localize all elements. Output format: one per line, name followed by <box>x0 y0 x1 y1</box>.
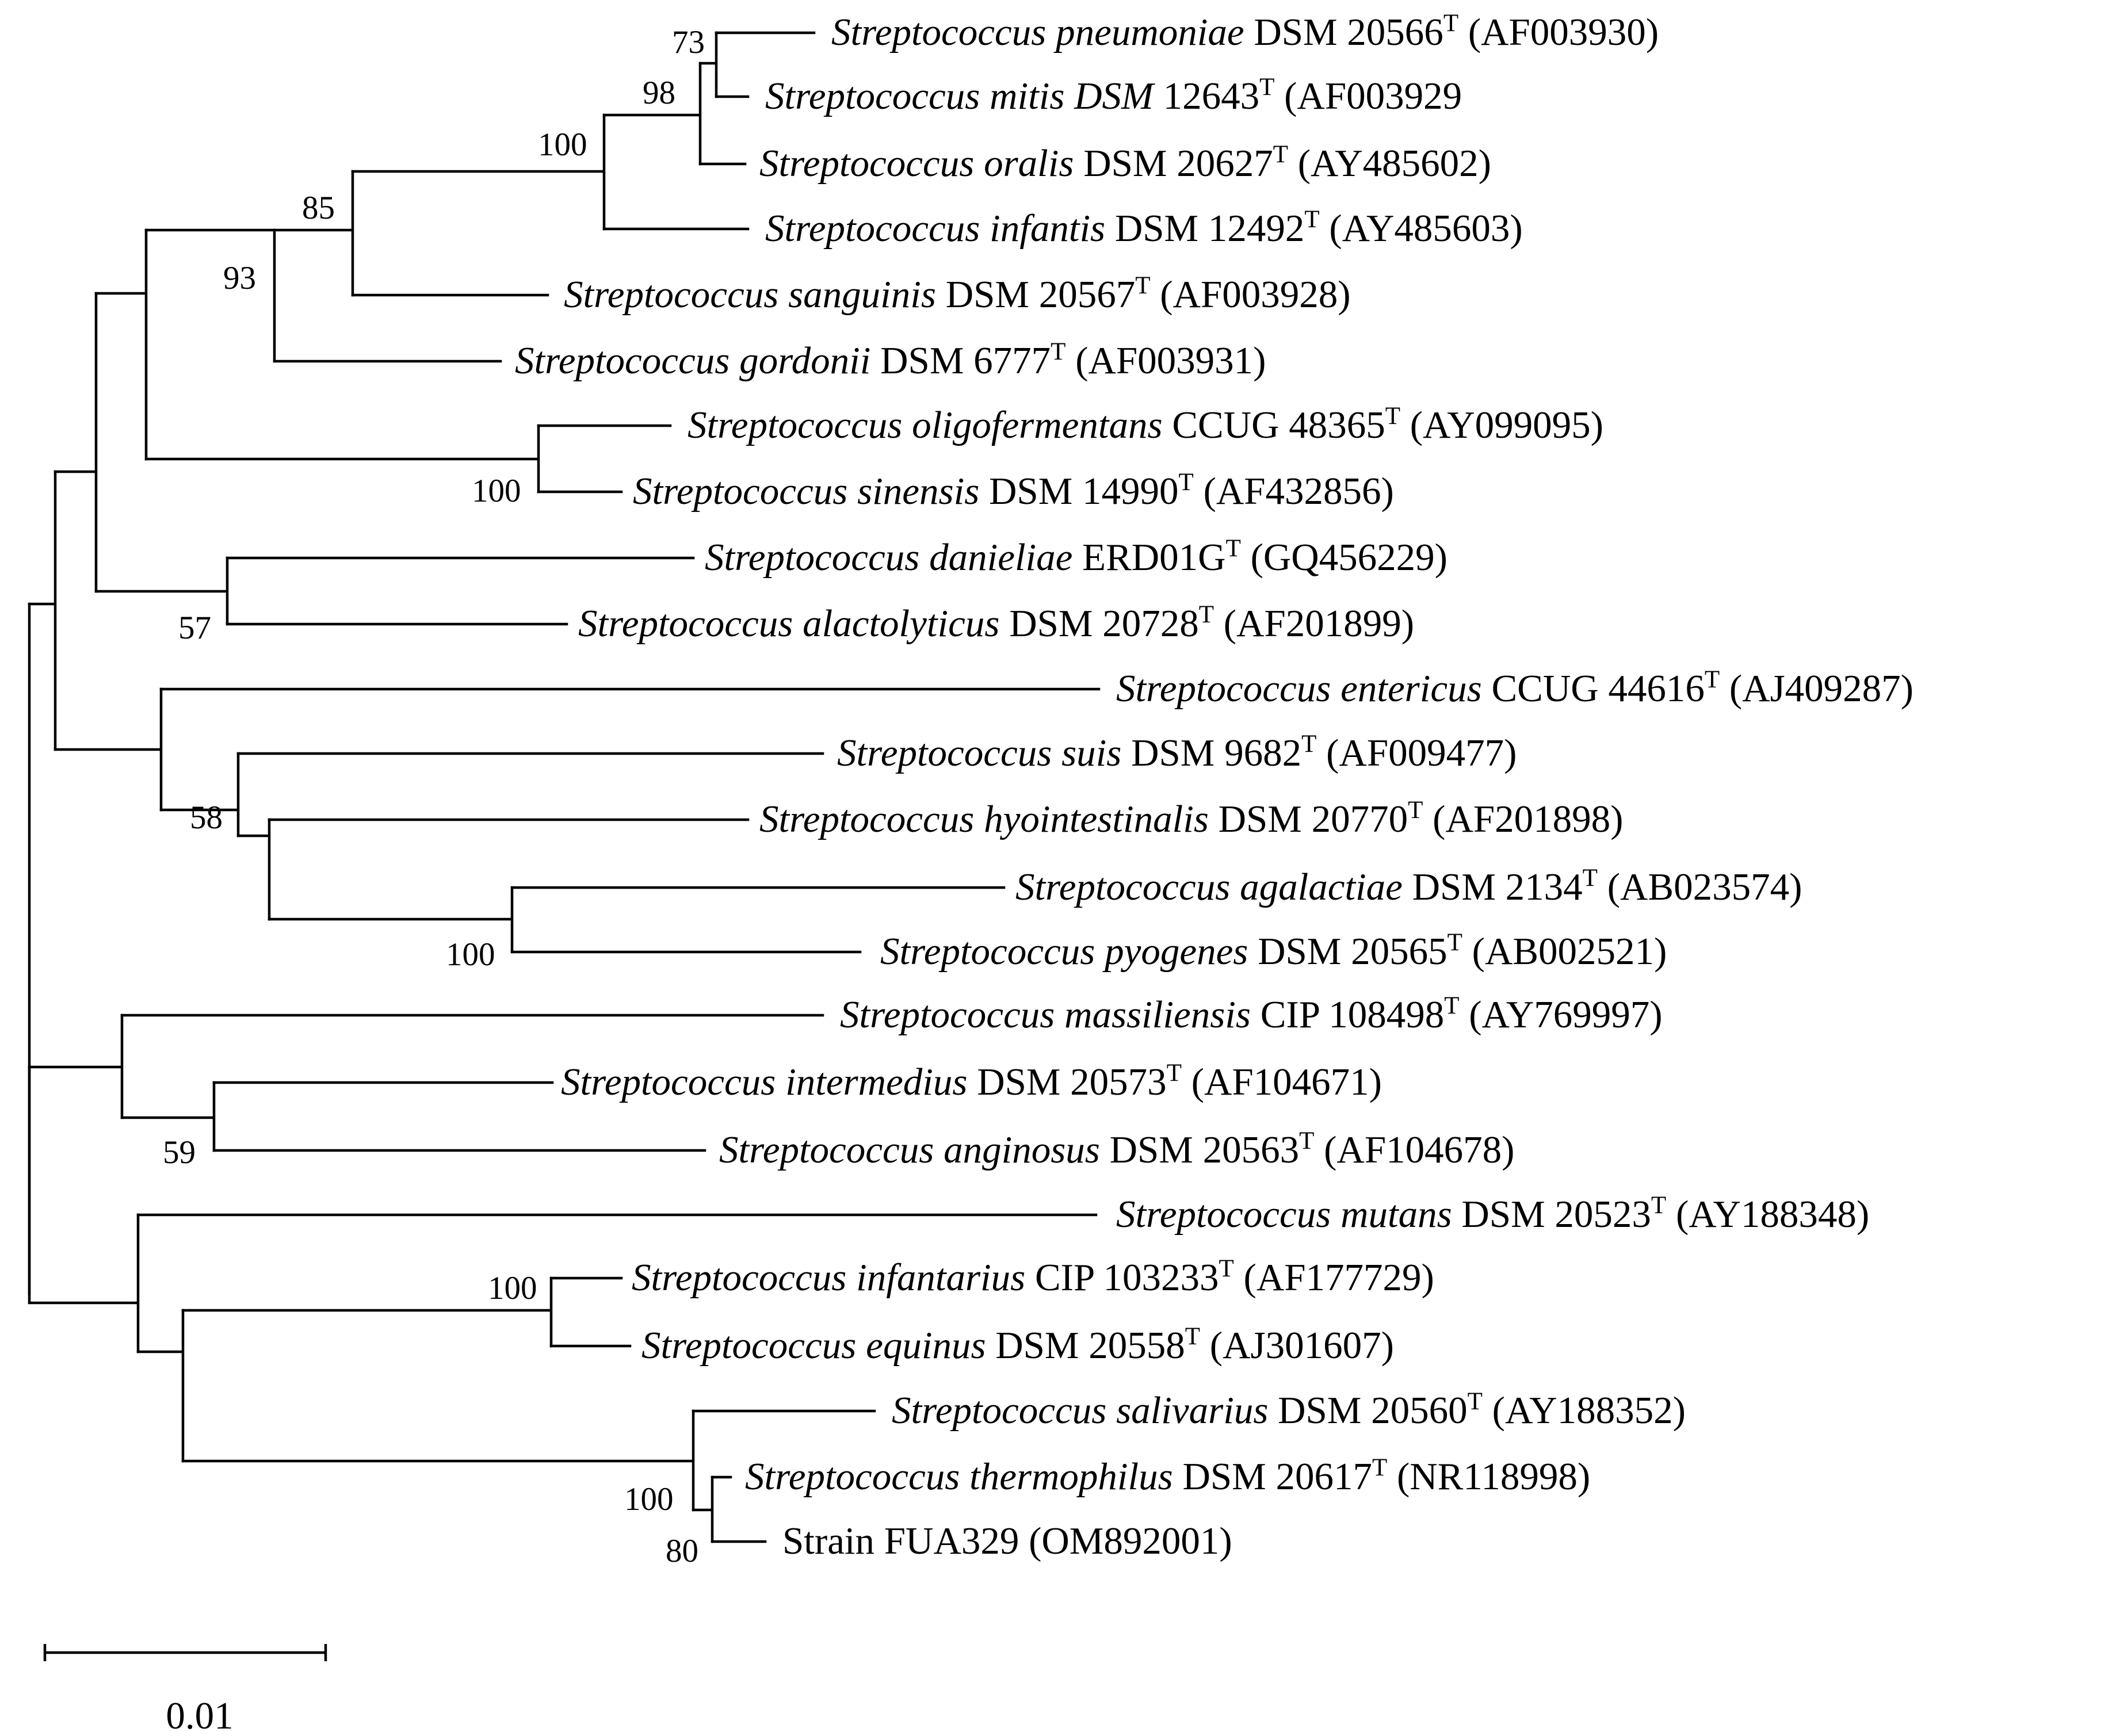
branch-node-m <box>236 818 271 921</box>
leaf-label: Streptococcus sinensis DSM 14990T (AF432… <box>633 469 1394 513</box>
bootstrap-value: 100 <box>624 1481 674 1517</box>
leaf-label: Streptococcus thermophilus DSM 20617T (N… <box>745 1454 1590 1498</box>
branch-node-s <box>181 1276 553 1348</box>
branch-node-h <box>698 31 718 98</box>
leaf-label: Streptococcus sanguinis DSM 20567T (AF00… <box>564 272 1351 316</box>
branch-node-p <box>120 1081 216 1152</box>
leaf-label: Streptococcus massiliensis CIP 108498T (… <box>840 992 1663 1036</box>
leaf-label: Streptococcus infantarius CIP 103233T (A… <box>632 1255 1434 1299</box>
scale-bar: 0.01 <box>43 1644 327 1736</box>
leaf-label: Strain FUA329 (OM892001) <box>782 1520 1232 1562</box>
bootstrap-value: 100 <box>472 473 521 509</box>
leaf-label: Streptococcus mutans DSM 20523T (AY18834… <box>1116 1192 1869 1236</box>
leaf-label: Streptococcus oligofermentans CCUG 48365… <box>688 403 1603 446</box>
bootstrap-value: 98 <box>643 75 675 111</box>
branch-node-c <box>94 228 148 461</box>
bootstrap-value: 85 <box>302 190 335 226</box>
branch-node-b <box>54 292 98 593</box>
bootstrap-value: 73 <box>672 24 705 60</box>
branch-node-o <box>28 1014 124 1119</box>
branch-node-l <box>159 752 240 838</box>
branch-node-d <box>144 228 276 363</box>
bootstrap-value: 93 <box>223 260 256 296</box>
leaf-label: Streptococcus pyogenes DSM 20565T (AB002… <box>880 929 1667 973</box>
branch-node-u <box>692 1475 714 1543</box>
leaf-label: Streptococcus entericus CCUG 44616T (AJ4… <box>1116 666 1914 710</box>
leaf-label: Streptococcus oralis DSM 20627T (AY48560… <box>759 141 1491 185</box>
bootstrap-value: 57 <box>178 610 211 646</box>
bootstrap-value: 100 <box>446 936 495 973</box>
branch-node-k <box>54 687 163 812</box>
leaf-label: Streptococcus agalactiae DSM 2134T (AB02… <box>1015 865 1802 908</box>
leaf-label: Streptococcus anginosus DSM 20563T (AF10… <box>719 1127 1514 1171</box>
leaf-label: Streptococcus salivarius DSM 20560T (AY1… <box>892 1388 1686 1432</box>
tree-branches <box>28 31 1101 1543</box>
leaf-label: Streptococcus gordonii DSM 6777T (AF0039… <box>515 338 1266 382</box>
leaf-label: Streptococcus mitis DSM 12643T (AF003929 <box>765 74 1462 117</box>
branch-node-i <box>144 424 540 494</box>
leaf-label: Streptococcus suis DSM 9682T (AF009477) <box>837 731 1517 774</box>
bootstrap-values: 73 98 100 85 93 100 57 58 100 59 100 100… <box>163 24 705 1569</box>
bootstrap-value: 100 <box>538 127 587 163</box>
branch-node-t <box>181 1409 695 1512</box>
leaf-label: Streptococcus pneumoniae DSM 20566T (AF0… <box>831 10 1659 53</box>
branch-node-r <box>136 1309 185 1463</box>
branch-node-n <box>268 886 514 954</box>
bootstrap-value: 100 <box>488 1270 537 1306</box>
bootstrap-value: 59 <box>163 1134 196 1171</box>
branch-node-a <box>28 470 57 751</box>
leaf-label: Streptococcus danieliae ERD01GT (GQ45622… <box>705 535 1448 579</box>
branch-node-f <box>351 113 606 231</box>
bootstrap-value: 58 <box>190 800 223 836</box>
branch-node-q <box>28 1065 140 1353</box>
leaf-labels: Streptococcus pneumoniae DSM 20566T (AF0… <box>515 10 1914 1562</box>
branch-node-j <box>94 556 229 626</box>
bootstrap-value: 80 <box>666 1533 698 1569</box>
leaf-label: Streptococcus intermedius DSM 20573T (AF… <box>561 1060 1382 1103</box>
scale-bar-label: 0.01 <box>166 1695 233 1736</box>
leaf-label: Streptococcus hyointestinalis DSM 20770T… <box>759 797 1623 840</box>
branch-node-e <box>273 170 354 297</box>
leaf-label: Streptococcus alactolyticus DSM 20728T (… <box>578 601 1414 645</box>
leaf-label: Streptococcus infantis DSM 12492T (AY485… <box>765 206 1523 250</box>
leaf-label: Streptococcus equinus DSM 20558T (AJ3016… <box>641 1323 1394 1367</box>
branch-node-g <box>602 62 702 166</box>
scale-bar-line <box>43 1644 327 1661</box>
